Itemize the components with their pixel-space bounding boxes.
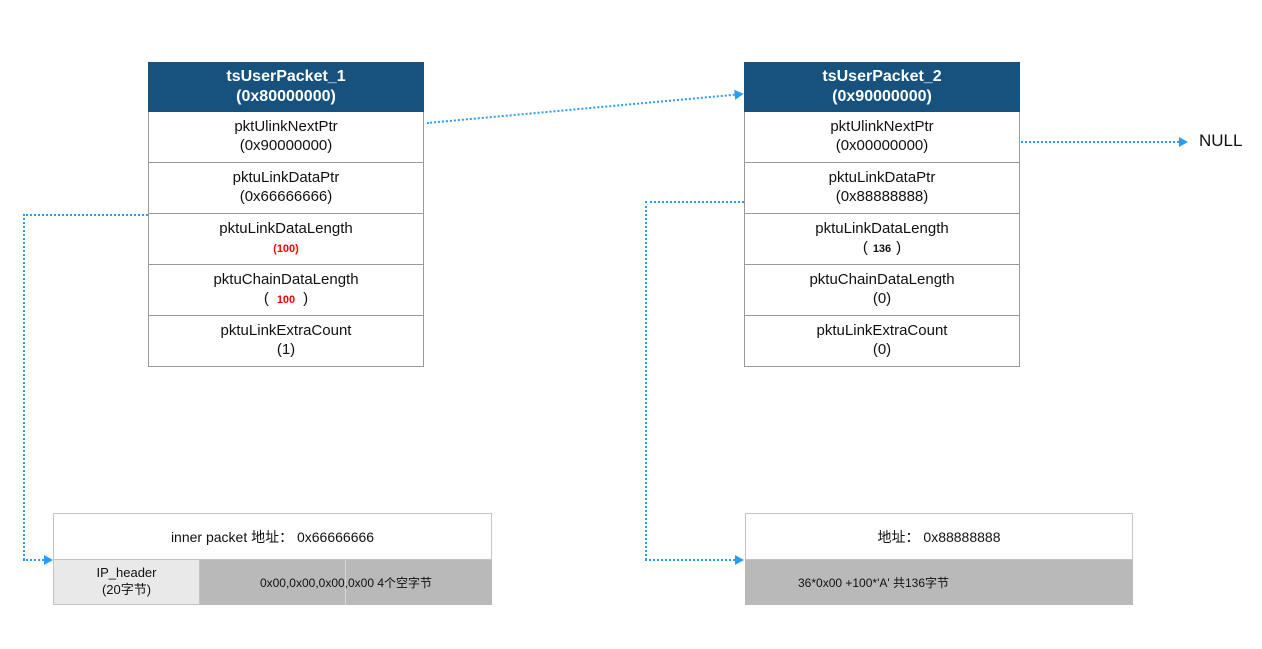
arrowhead-icon bbox=[1179, 137, 1188, 147]
null-terminator-label: NULL bbox=[1199, 131, 1243, 150]
field-value: (0x90000000) bbox=[239, 137, 333, 154]
packet2-title: tsUserPacket_2 bbox=[822, 68, 942, 85]
buffer2-data-row: 36*0x00 +100*'A' 共136字节 bbox=[745, 560, 1133, 605]
buffer-box-1: inner packet 地址： 0x66666666 IP_header (2… bbox=[53, 513, 492, 605]
buffer1-address-title: inner packet 地址： 0x66666666 bbox=[53, 513, 492, 560]
packet2-row-data-length: pktuLinkDataLength (136) bbox=[744, 214, 1020, 265]
field-value: (100) bbox=[264, 290, 308, 309]
packet2-header: tsUserPacket_2 (0x90000000) bbox=[744, 62, 1020, 112]
packet1-row-data-length: pktuLinkDataLength (100) bbox=[148, 214, 424, 265]
buffer2-address-title: 地址： 0x88888888 bbox=[745, 513, 1133, 560]
arrowhead-icon bbox=[44, 555, 53, 565]
paren-open: ( bbox=[263, 290, 269, 307]
field-value: (0x66666666) bbox=[239, 188, 333, 205]
field-label: pktuLinkDataLength bbox=[815, 220, 949, 238]
field-value: (0) bbox=[872, 290, 892, 307]
ip-header-label: IP_header bbox=[96, 565, 157, 581]
field-value: (136) bbox=[863, 239, 901, 258]
field-value: (1) bbox=[276, 341, 296, 358]
field-label: pktUlinkNextPtr bbox=[234, 118, 338, 136]
packet-table-2: tsUserPacket_2 (0x90000000) pktUlinkNext… bbox=[744, 62, 1020, 367]
arrow-packet2-to-null bbox=[1021, 137, 1188, 147]
packet1-row-chain-length: pktuChainDataLength (100) bbox=[148, 265, 424, 316]
arrow-packet1-to-buffer1 bbox=[23, 555, 53, 565]
field-value: (0x00000000) bbox=[835, 137, 929, 154]
packet1-header: tsUserPacket_1 (0x80000000) bbox=[148, 62, 424, 112]
paren-open: ( bbox=[862, 239, 868, 256]
field-label: pktuChainDataLength bbox=[809, 271, 955, 289]
paren-close: ) bbox=[896, 239, 902, 256]
arrow-packet2-to-buffer2 bbox=[645, 555, 744, 565]
packet1-row-data-ptr: pktuLinkDataPtr (0x66666666) bbox=[148, 163, 424, 214]
field-value: (0) bbox=[872, 341, 892, 358]
buffer2-payload-cell: 36*0x00 +100*'A' 共136字节 bbox=[745, 560, 1133, 605]
field-label: pktuLinkDataPtr bbox=[232, 169, 340, 187]
field-value: (100) bbox=[273, 239, 299, 258]
packet-table-1: tsUserPacket_1 (0x80000000) pktUlinkNext… bbox=[148, 62, 424, 367]
field-label: pktUlinkNextPtr bbox=[830, 118, 934, 136]
field-label: pktuLinkExtraCount bbox=[816, 322, 948, 340]
arrow-packet1-to-buffer1-segment bbox=[23, 214, 148, 216]
packet2-row-data-ptr: pktuLinkDataPtr (0x88888888) bbox=[744, 163, 1020, 214]
field-label: pktuChainDataLength bbox=[213, 271, 359, 289]
packet1-row-extra-count: pktuLinkExtraCount (1) bbox=[148, 316, 424, 367]
arrow-packet1-to-packet2 bbox=[426, 88, 745, 124]
field-label: pktuLinkExtraCount bbox=[220, 322, 352, 340]
arrowhead-icon bbox=[734, 88, 745, 100]
buffer-box-2: 地址： 0x88888888 36*0x00 +100*'A' 共136字节 bbox=[745, 513, 1133, 605]
field-label: pktuLinkDataPtr bbox=[828, 169, 936, 187]
emphasized-value: 100 bbox=[276, 294, 296, 306]
buffer1-ip-header-cell: IP_header (20字节) bbox=[53, 560, 200, 605]
packet1-row-next-ptr: pktUlinkNextPtr (0x90000000) bbox=[148, 112, 424, 163]
arrowhead-icon bbox=[735, 555, 744, 565]
packet2-row-extra-count: pktuLinkExtraCount (0) bbox=[744, 316, 1020, 367]
arrow-packet2-to-buffer2-segment bbox=[645, 201, 647, 560]
field-label: pktuLinkDataLength bbox=[219, 220, 353, 238]
buffer2-payload-text: 36*0x00 +100*'A' 共136字节 bbox=[798, 576, 950, 590]
ip-header-size: (20字节) bbox=[101, 582, 152, 597]
packet1-title: tsUserPacket_1 bbox=[226, 68, 346, 85]
packet2-row-next-ptr: pktUlinkNextPtr (0x00000000) bbox=[744, 112, 1020, 163]
packet2-address: (0x90000000) bbox=[832, 88, 932, 105]
buffer1-data-row: IP_header (20字节) 0x00,0x00,0x00,0x00 4个空… bbox=[53, 560, 492, 605]
arrow-packet1-to-buffer1-segment bbox=[23, 214, 25, 560]
buffer1-payload-text: 0x00,0x00,0x00,0x00 4个空字节 bbox=[259, 576, 433, 590]
emphasized-value: (100) bbox=[273, 243, 299, 255]
paren-close: ) bbox=[303, 290, 309, 307]
arrow-packet2-to-buffer2-segment bbox=[645, 201, 744, 203]
buffer1-payload-cell: 0x00,0x00,0x00,0x00 4个空字节 bbox=[200, 560, 492, 605]
emphasized-value: 136 bbox=[872, 243, 892, 255]
packet2-row-chain-length: pktuChainDataLength (0) bbox=[744, 265, 1020, 316]
packet1-address: (0x80000000) bbox=[236, 88, 336, 105]
field-value: (0x88888888) bbox=[835, 188, 929, 205]
cell-divider bbox=[345, 560, 346, 605]
